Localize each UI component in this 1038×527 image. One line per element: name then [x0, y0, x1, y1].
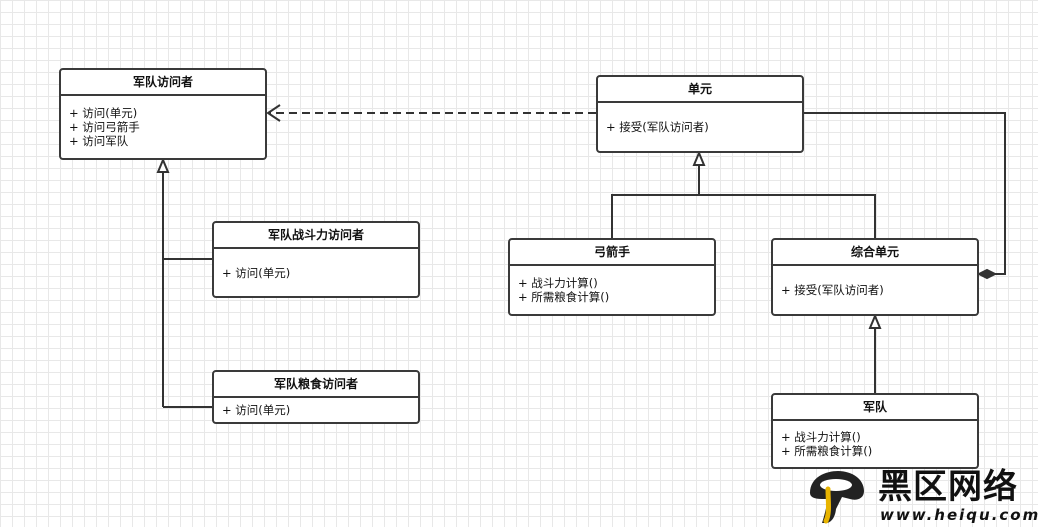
class-name: 军队访问者	[61, 70, 265, 96]
class-members: + 访问(单元)	[214, 249, 418, 296]
member: + 访问军队	[69, 134, 129, 148]
member: + 访问(单元)	[69, 106, 138, 120]
member: + 战斗力计算()	[518, 276, 598, 290]
class-name: 综合单元	[773, 240, 977, 266]
class-archer[interactable]: 弓箭手 + 战斗力计算() + 所需粮食计算()	[508, 238, 716, 316]
class-food-visitor[interactable]: 军队粮食访问者 + 访问(单元)	[212, 370, 420, 424]
class-members: + 战斗力计算() + 所需粮食计算()	[510, 266, 714, 314]
member: + 所需粮食计算()	[781, 444, 873, 458]
watermark: 黑区网络 www.heiqu.com	[806, 467, 1038, 527]
class-name: 军队战斗力访问者	[214, 223, 418, 249]
dependency-arrowhead	[266, 104, 281, 122]
unit-inheritance-arrowhead	[692, 150, 706, 166]
army-inheritance-arrowhead	[868, 313, 882, 329]
member: + 所需粮食计算()	[518, 290, 610, 304]
class-unit[interactable]: 单元 + 接受(军队访问者)	[596, 75, 804, 153]
composition-diamond	[976, 268, 998, 280]
composition-line	[803, 112, 1006, 275]
visitor-inheritance-arrowhead	[156, 157, 170, 173]
class-visitor[interactable]: 军队访问者 + 访问(单元) + 访问弓箭手 + 访问军队	[59, 68, 267, 160]
member: + 访问弓箭手	[69, 120, 140, 134]
member: + 接受(军队访问者)	[781, 283, 884, 297]
class-army[interactable]: 军队 + 战斗力计算() + 所需粮食计算()	[771, 393, 979, 469]
class-name: 弓箭手	[510, 240, 714, 266]
class-name: 军队粮食访问者	[214, 372, 418, 398]
class-name: 单元	[598, 77, 802, 103]
member: + 访问(单元)	[222, 403, 291, 417]
member: + 战斗力计算()	[781, 430, 861, 444]
class-combat-visitor[interactable]: 军队战斗力访问者 + 访问(单元)	[212, 221, 420, 298]
mushroom-logo-icon	[810, 471, 864, 524]
class-name: 军队	[773, 395, 977, 421]
class-members: + 接受(军队访问者)	[773, 266, 977, 314]
class-members: + 访问(单元)	[214, 398, 418, 422]
class-composite-unit[interactable]: 综合单元 + 接受(军队访问者)	[771, 238, 979, 316]
member: + 访问(单元)	[222, 265, 291, 280]
class-members: + 接受(军队访问者)	[598, 103, 802, 151]
watermark-url: www.heiqu.com	[880, 506, 1038, 524]
member: + 接受(军队访问者)	[606, 120, 709, 134]
class-members: + 访问(单元) + 访问弓箭手 + 访问军队	[61, 96, 265, 158]
class-members: + 战斗力计算() + 所需粮食计算()	[773, 421, 977, 467]
unit-inheritance-lines	[611, 194, 876, 238]
watermark-title: 黑区网络	[878, 467, 1018, 507]
